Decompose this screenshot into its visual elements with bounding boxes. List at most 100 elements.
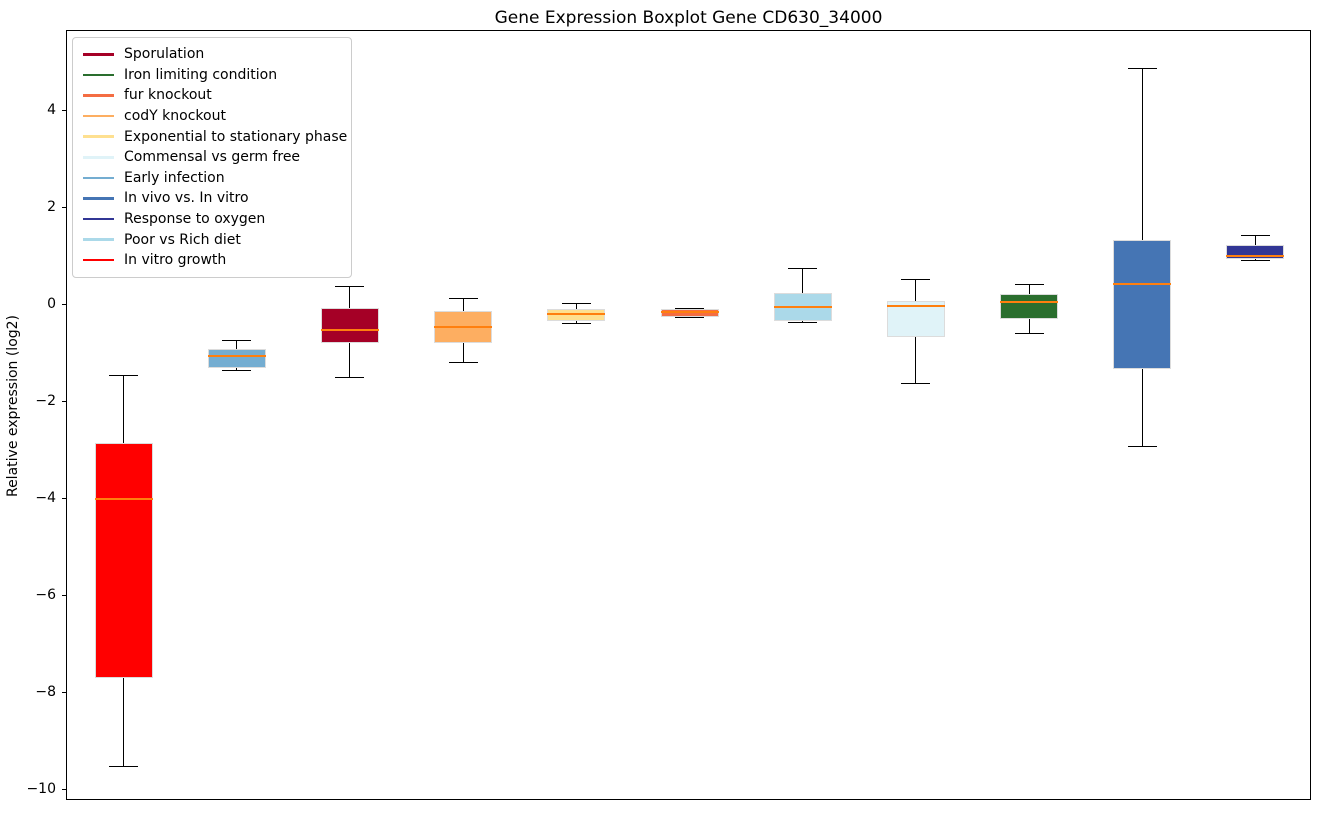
median-line	[547, 313, 606, 316]
median-line	[660, 311, 719, 314]
y-tick-mark	[62, 303, 66, 305]
whisker-cap	[222, 370, 252, 372]
whisker-cap	[448, 362, 478, 364]
legend-label: Iron limiting condition	[124, 66, 278, 83]
legend-swatch-icon	[83, 73, 114, 77]
whisker-cap	[675, 317, 704, 319]
whisker-line	[236, 340, 238, 349]
whisker-line	[123, 375, 125, 444]
median-line	[886, 304, 945, 307]
y-tick-mark	[62, 206, 66, 208]
legend-swatch-icon	[83, 258, 114, 262]
y-tick-mark	[62, 400, 66, 402]
whisker-line	[915, 336, 917, 384]
legend-swatch-icon	[83, 53, 114, 56]
whisker-cap	[561, 303, 591, 305]
whisker-line	[1028, 283, 1030, 295]
legend-swatch-icon	[83, 217, 114, 221]
legend-item-fur-knockout: fur knockout	[83, 85, 341, 106]
whisker-cap	[1014, 283, 1044, 285]
box-rect	[886, 301, 945, 337]
legend-label: Exponential to stationary phase	[124, 128, 348, 145]
legend-item-early-infection: Early infection	[83, 168, 341, 189]
y-tick-label: 0	[47, 295, 56, 312]
y-tick-label: −8	[35, 683, 56, 700]
box-rect	[1000, 294, 1059, 319]
legend-label: Early infection	[124, 169, 225, 186]
legend-item-in-vivo-vs-in-vitro: In vivo vs. In vitro	[83, 188, 341, 209]
whisker-line	[236, 367, 238, 371]
legend-label: codY knockout	[124, 108, 226, 125]
y-tick-label: −2	[35, 392, 56, 409]
legend-swatch-icon	[83, 94, 114, 97]
box-rect	[320, 307, 379, 343]
whisker-line	[1141, 369, 1143, 447]
y-tick-mark	[62, 788, 66, 790]
whisker-cap	[901, 278, 931, 280]
legend-swatch-icon	[83, 114, 114, 118]
y-tick-label: −10	[26, 780, 56, 797]
median-line	[1113, 283, 1172, 286]
legend-item-commensal-vs-germ-free: Commensal vs germ free	[83, 147, 341, 168]
y-tick-label: 4	[47, 102, 56, 118]
y-tick-mark	[62, 497, 66, 499]
legend-item-in-vitro-growth: In vitro growth	[83, 250, 341, 271]
whisker-line	[1254, 235, 1256, 245]
y-tick-label: 2	[47, 198, 56, 215]
box-rect	[94, 443, 153, 679]
box-rect	[207, 348, 266, 368]
whisker-cap	[901, 383, 931, 385]
whisker-cap	[788, 268, 818, 270]
whisker-line	[802, 268, 804, 294]
median-line	[1226, 254, 1285, 257]
legend-label: Commensal vs germ free	[124, 149, 301, 166]
box-rect	[1113, 240, 1172, 370]
legend-label: fur knockout	[124, 87, 212, 104]
whisker-cap	[1240, 235, 1270, 237]
legend-swatch-icon	[83, 176, 114, 180]
legend-item-iron-limiting-condition: Iron limiting condition	[83, 65, 341, 86]
legend-label: Sporulation	[124, 46, 205, 63]
whisker-line	[915, 278, 917, 302]
legend-item-response-to-oxygen: Response to oxygen	[83, 209, 341, 230]
median-line	[320, 329, 379, 332]
whisker-line	[1254, 258, 1256, 261]
median-line	[773, 305, 832, 308]
legend-swatch-icon	[83, 135, 114, 138]
whisker-cap	[1240, 260, 1270, 262]
whisker-cap	[109, 765, 139, 767]
whisker-cap	[788, 322, 818, 324]
legend-label: In vivo vs. In vitro	[124, 190, 249, 207]
median-line	[434, 325, 493, 328]
median-line	[207, 354, 266, 357]
whisker-line	[349, 286, 351, 308]
legend-item-poor-vs-rich-diet: Poor vs Rich diet	[83, 229, 341, 250]
median-line	[1000, 301, 1059, 304]
legend-item-exponential-to-stationary-phase: Exponential to stationary phase	[83, 126, 347, 147]
y-tick-label: −6	[35, 586, 56, 603]
y-tick-label: −4	[35, 489, 56, 506]
legend-item-sporulation: Sporulation	[83, 44, 341, 65]
whisker-cap	[561, 322, 591, 324]
legend-swatch-icon	[83, 156, 114, 159]
whisker-line	[1141, 68, 1143, 241]
whisker-line	[462, 297, 464, 311]
whisker-line	[575, 320, 577, 323]
whisker-line	[462, 343, 464, 363]
median-line	[94, 497, 153, 500]
whisker-cap	[222, 340, 252, 342]
chart-title: Gene Expression Boxplot Gene CD630_34000	[494, 8, 883, 28]
whisker-cap	[1014, 332, 1044, 334]
whisker-line	[575, 303, 577, 309]
legend-label: In vitro growth	[124, 252, 227, 269]
whisker-cap	[335, 376, 365, 378]
whisker-cap	[1127, 446, 1157, 448]
whisker-cap	[109, 375, 139, 377]
legend-swatch-icon	[83, 238, 114, 241]
legend-item-cody-knockout: codY knockout	[83, 106, 341, 127]
whisker-cap	[335, 286, 365, 288]
whisker-line	[349, 342, 351, 377]
y-tick-mark	[62, 691, 66, 693]
